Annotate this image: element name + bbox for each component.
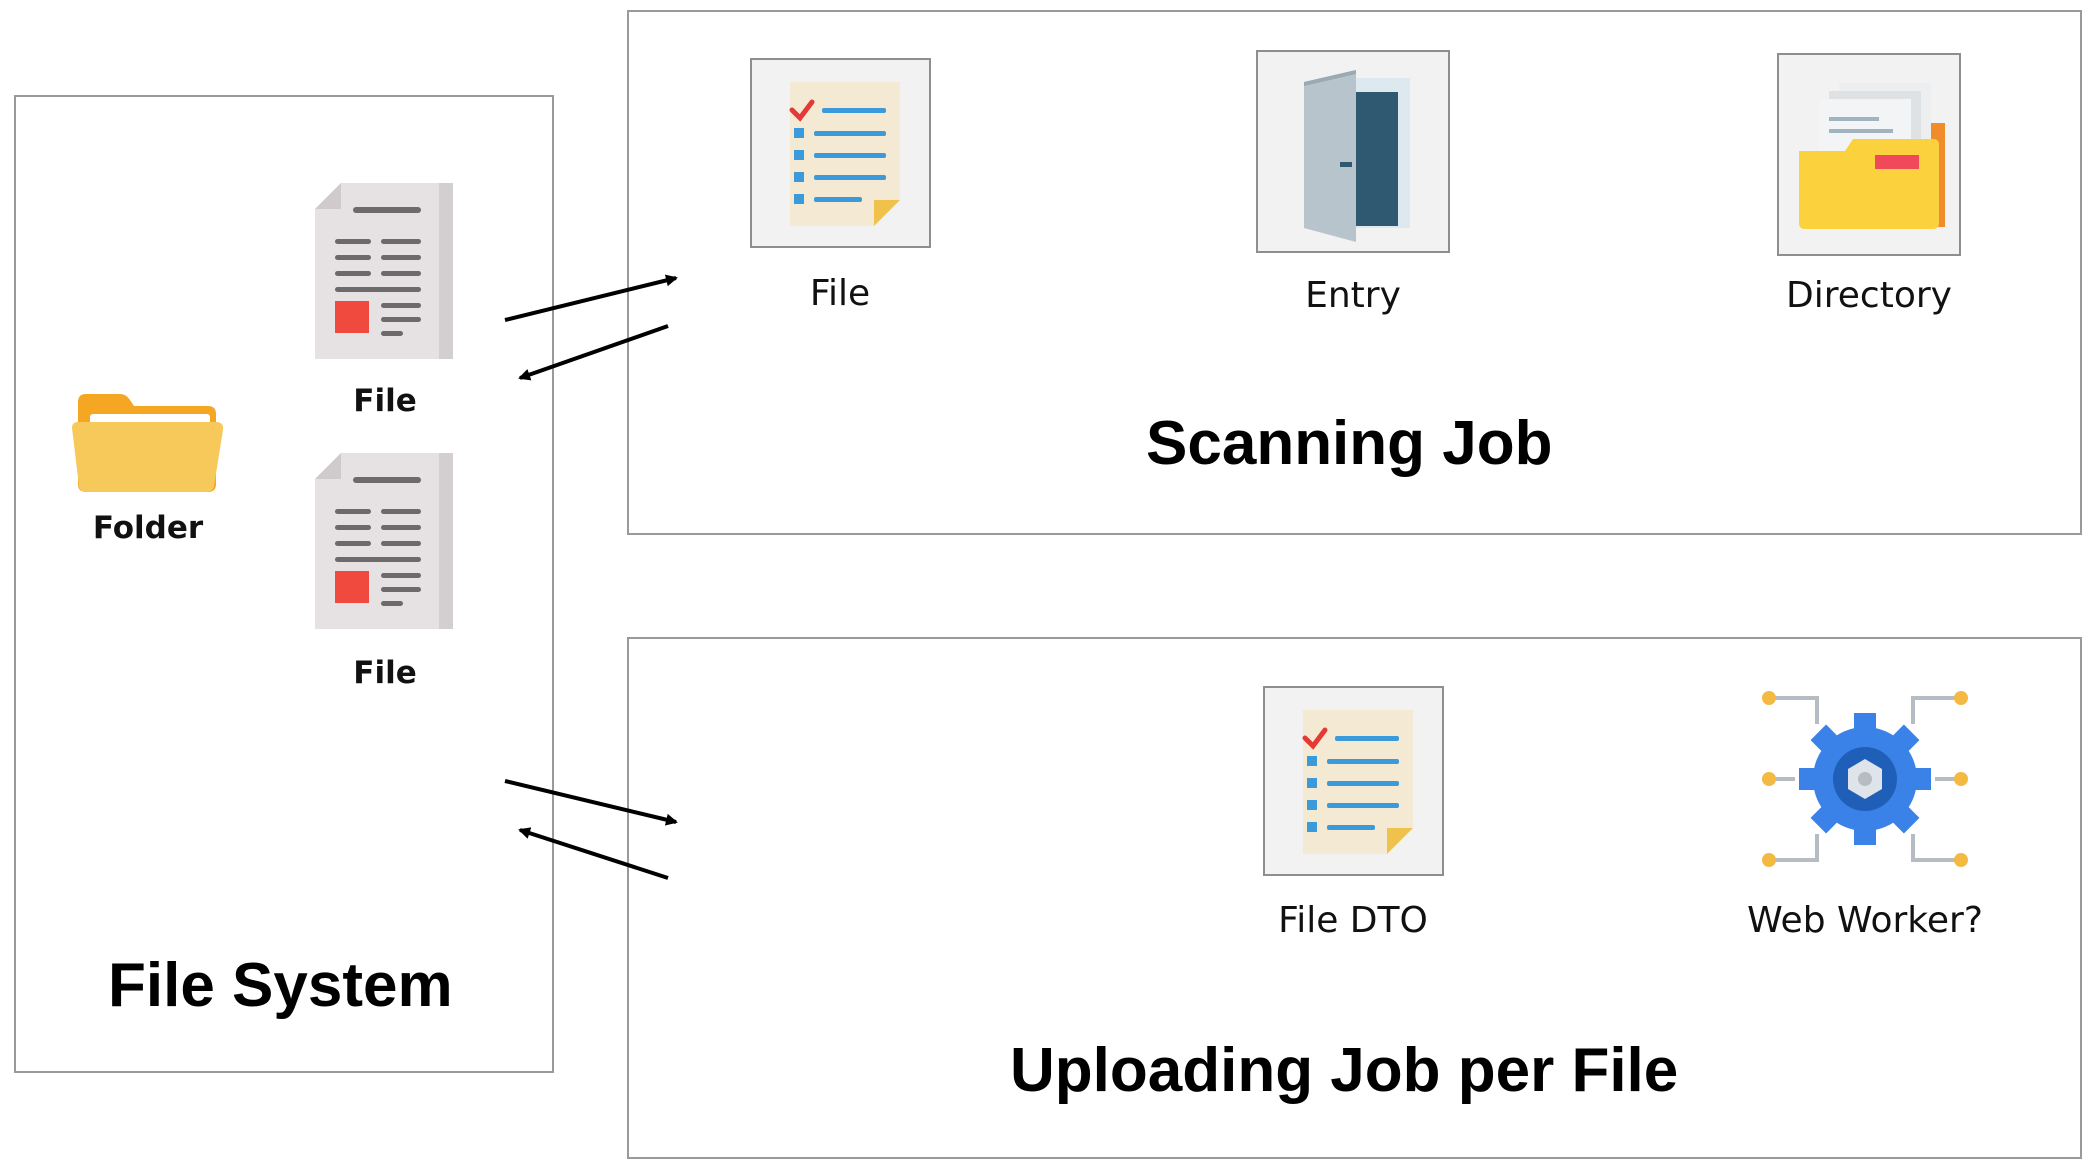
scan-file-label: File	[809, 273, 871, 314]
file-dto-label: File DTO	[1278, 900, 1428, 941]
checklist-document-icon	[789, 82, 900, 226]
file-document-icon	[315, 453, 455, 629]
uploading-job-box	[627, 637, 2082, 1159]
file-document-icon	[315, 183, 455, 359]
checklist-document-icon	[1302, 710, 1413, 854]
entry-label: Entry	[1305, 275, 1401, 316]
gear-network-icon	[1755, 688, 1975, 878]
file-dto-icon-frame	[1263, 686, 1444, 876]
file-system-title: File System	[108, 951, 453, 1020]
directory-label: Directory	[1786, 275, 1952, 316]
scanning-job-title: Scanning Job	[1146, 409, 1553, 478]
file-icon-frame	[750, 58, 931, 248]
web-worker-label: Web Worker?	[1747, 900, 1983, 941]
entry-icon-frame	[1256, 50, 1450, 253]
folder-with-papers-icon	[1799, 83, 1945, 229]
file-label: File	[353, 383, 417, 419]
folder-label: Folder	[92, 510, 204, 546]
door-icon	[1304, 70, 1410, 242]
directory-icon-frame	[1777, 53, 1961, 256]
file-label: File	[353, 655, 417, 691]
folder-icon	[68, 380, 228, 500]
uploading-job-title: Uploading Job per File	[1010, 1036, 1679, 1105]
file-system-box	[14, 95, 554, 1073]
